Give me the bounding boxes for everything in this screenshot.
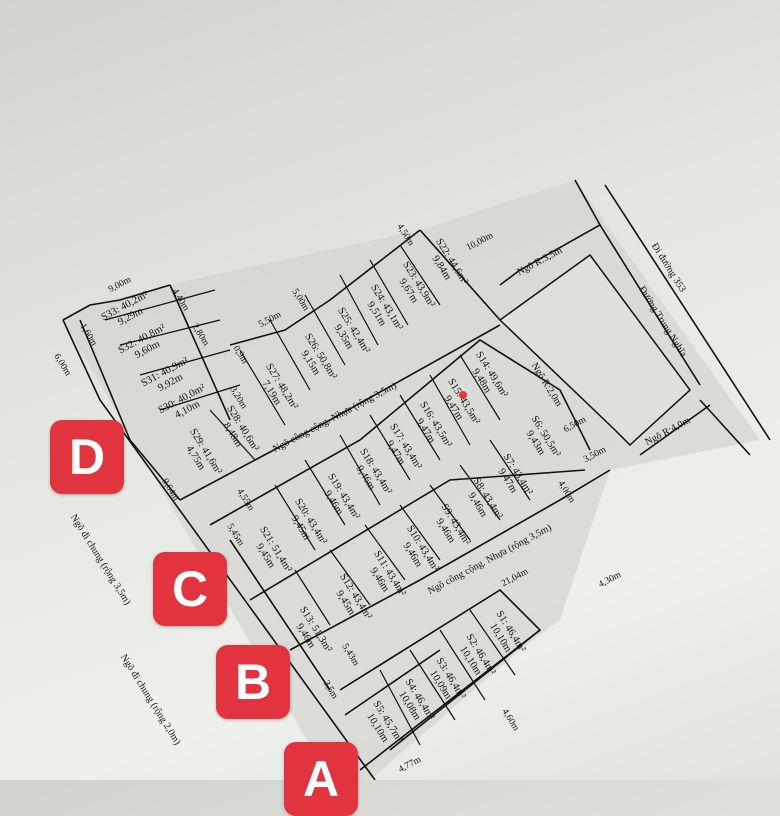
park-block	[498, 253, 692, 447]
marker-badge-d[interactable]: D	[50, 420, 124, 494]
marker-badge-b[interactable]: B	[216, 645, 290, 719]
marker-badge-c[interactable]: C	[153, 552, 227, 626]
plot-dividers	[104, 244, 531, 746]
land-plot-map	[62, 179, 771, 780]
marker-badge-a[interactable]: A	[284, 742, 358, 816]
location-marker	[459, 391, 467, 399]
boundary-lines	[62, 179, 771, 780]
